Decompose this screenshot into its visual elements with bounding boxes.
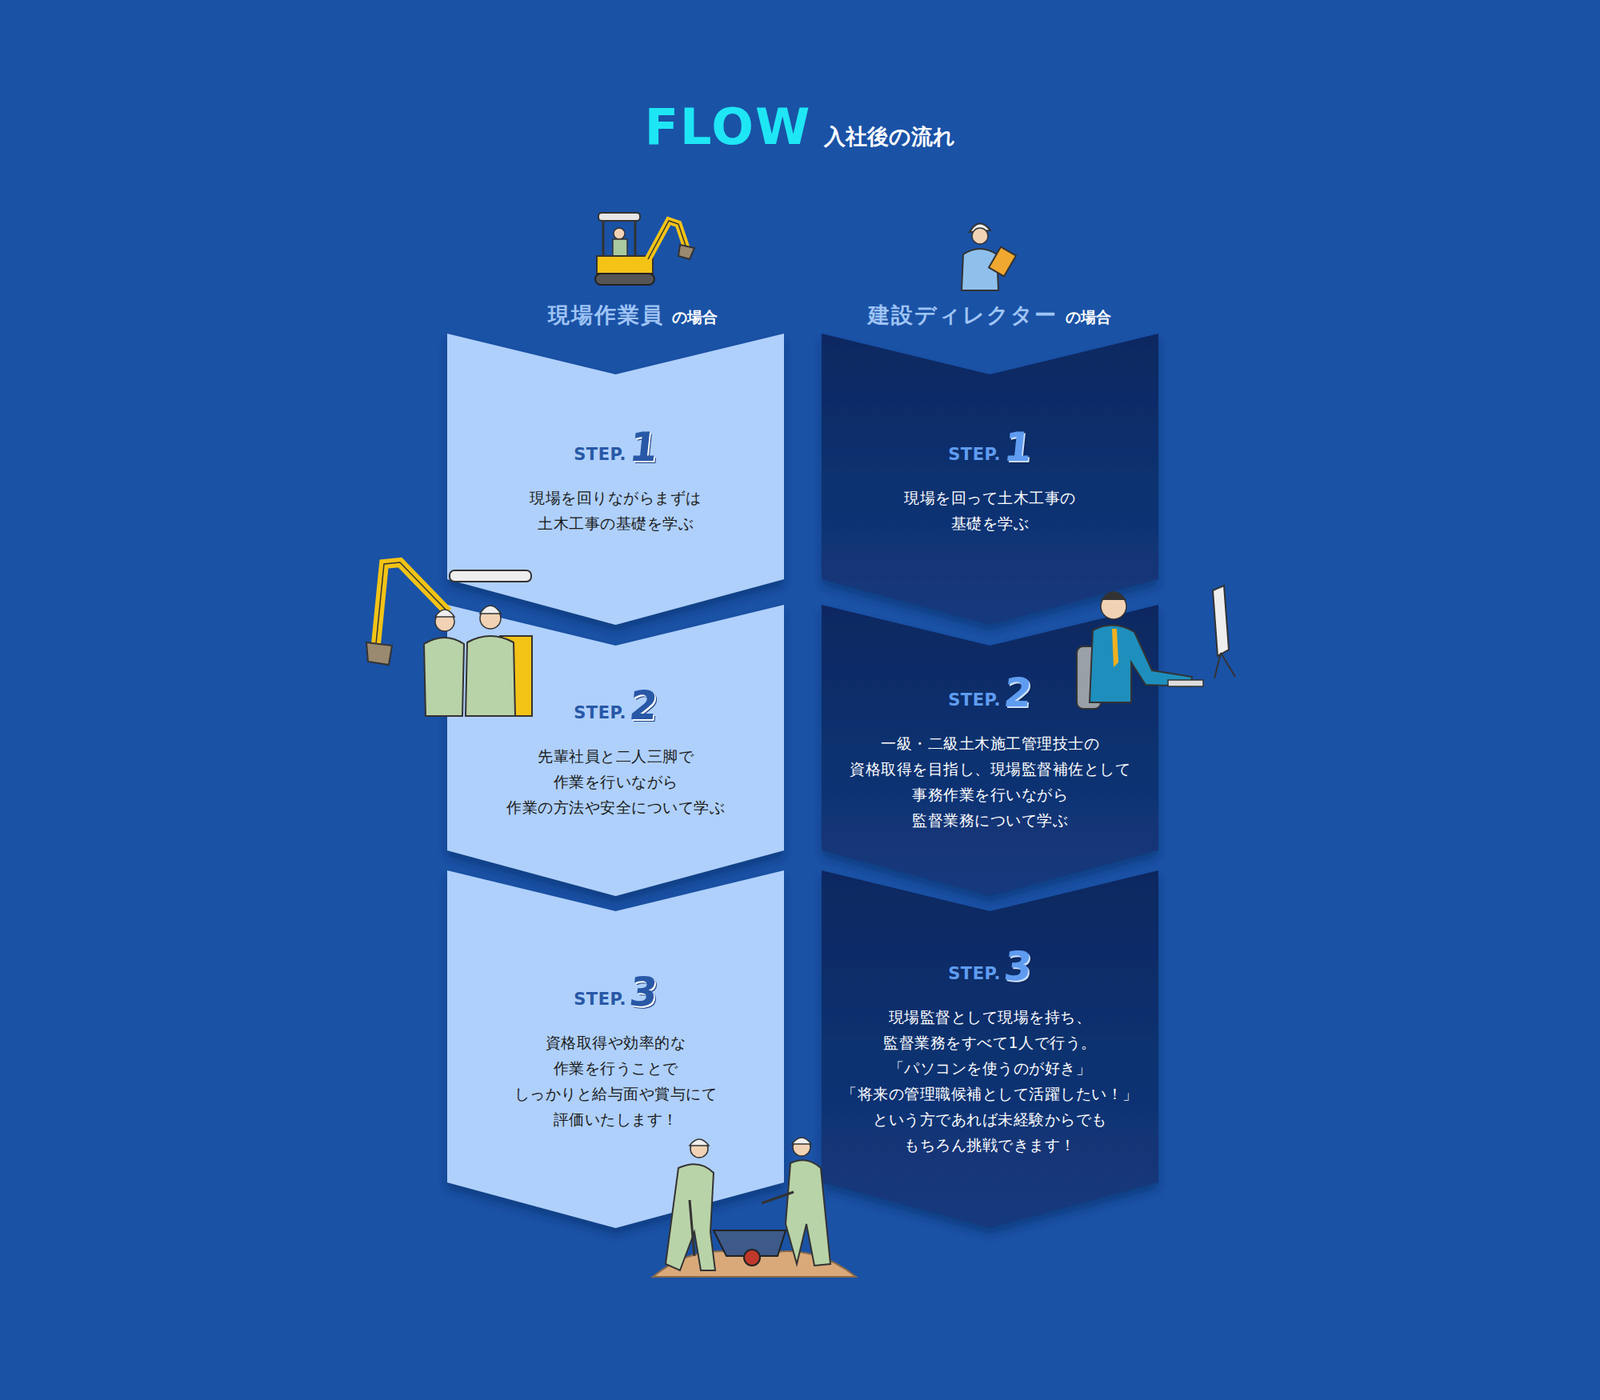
- column-header: 現場作業員の場合: [392, 300, 873, 330]
- step-label: STEP.: [573, 444, 627, 464]
- diagram-title: FLOW: [644, 97, 812, 156]
- step-description: 一級・二級土木施工管理技士の 資格取得を目指し、現場監督補佐として 事務作業を行…: [849, 730, 1131, 833]
- step-heading: STEP.3: [573, 972, 658, 1012]
- step-heading: STEP.2: [948, 672, 1032, 713]
- step-chevron: STEP.3 資格取得や効率的な 作業を行うことで しっかりと給与面や賞与にて 評…: [447, 870, 784, 1228]
- chevron-fill: [821, 870, 1159, 1228]
- digging-workers-illustration: [649, 1136, 860, 1280]
- title-row: FLOW 入社後の流れ: [0, 97, 1600, 156]
- step-content: STEP.1 現場を回って土木工事の 基礎を学ぶ: [821, 333, 1159, 625]
- step-heading: STEP.3: [948, 946, 1032, 987]
- excavator-icon: [592, 209, 696, 294]
- step-heading: STEP.1: [948, 427, 1032, 468]
- step-label: STEP.: [948, 690, 1001, 710]
- step-number: 2: [627, 685, 660, 726]
- workers-illustration: [360, 556, 536, 716]
- step-number: 3: [1001, 946, 1034, 987]
- column-title: 建設ディレクター: [868, 300, 1058, 330]
- step-description: 現場監督として現場を持ち、 監督業務をすべて1人で行う。 「パソコンを使うのが好…: [841, 1004, 1139, 1158]
- chevron-fill: [447, 333, 784, 625]
- step-number: 3: [627, 972, 660, 1012]
- chevron-shape: [821, 333, 1159, 625]
- step-description: 現場を回って土木工事の 基礎を学ぶ: [904, 484, 1076, 536]
- column-suffix: の場合: [1065, 307, 1112, 328]
- chevron-fill: [447, 604, 784, 896]
- office-worker-illustration: [1072, 582, 1244, 711]
- step-description: 現場を回りながらまずは 土木工事の基礎を学ぶ: [529, 484, 702, 536]
- step-heading: STEP.2: [573, 685, 658, 726]
- step-content: STEP.3 現場監督として現場を持ち、 監督業務をすべて1人で行う。 「パソコン…: [821, 870, 1159, 1228]
- step-description: 先輩社員と二人三脚で 作業を行いながら 作業の方法や安全について学ぶ: [506, 743, 725, 820]
- step-description: 資格取得や効率的な 作業を行うことで しっかりと給与面や賞与にて 評価いたします…: [514, 1029, 718, 1132]
- step-number: 1: [1001, 427, 1034, 468]
- column-suffix: の場合: [672, 307, 718, 328]
- step-label: STEP.: [573, 703, 627, 723]
- subtitle: 入社後の流れ: [824, 122, 956, 152]
- step-label: STEP.: [948, 444, 1001, 464]
- chevron-fill: [821, 333, 1159, 625]
- column-title: 現場作業員: [548, 300, 664, 330]
- step-number: 2: [1001, 672, 1034, 713]
- director-icon: [952, 214, 1028, 295]
- column-header: 建設ディレクターの場合: [749, 300, 1230, 330]
- step-chevron: STEP.3 現場監督として現場を持ち、 監督業務をすべて1人で行う。 「パソコン…: [821, 870, 1159, 1228]
- step-heading: STEP.1: [573, 427, 658, 468]
- step-label: STEP.: [948, 964, 1001, 984]
- step-chevron: STEP.1 現場を回って土木工事の 基礎を学ぶ: [821, 333, 1159, 625]
- chevron-fill: [447, 870, 784, 1228]
- step-label: STEP.: [573, 989, 627, 1009]
- step-content: STEP.3 資格取得や効率的な 作業を行うことで しっかりと給与面や賞与にて 評…: [447, 870, 784, 1228]
- step-number: 1: [627, 427, 660, 468]
